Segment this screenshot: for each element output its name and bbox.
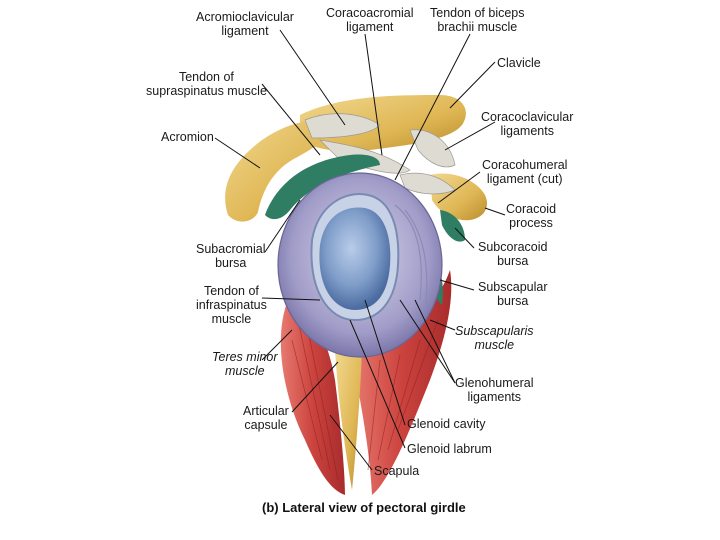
- label-glenoid-cavity: Glenoid cavity: [407, 417, 486, 431]
- label-clavicle: Clavicle: [497, 56, 541, 70]
- subacromial-bursa-shape: [265, 154, 380, 220]
- glenohumeral-ligament-lines: [394, 204, 428, 311]
- figure-caption: (b) Lateral view of pectoral girdle: [262, 500, 466, 515]
- acromion-shape: [225, 120, 335, 222]
- muscle-fibers: [291, 314, 439, 481]
- label-glenoid-labrum: Glenoid labrum: [407, 442, 492, 456]
- teres-minor-muscle-shape: [280, 300, 345, 495]
- caption-prefix: (b): [262, 500, 279, 515]
- subcoracoid-bursa-shape: [440, 210, 465, 242]
- label-scapula: Scapula: [374, 464, 420, 478]
- glenoid-cavity-shape: [319, 207, 391, 310]
- scapula-shape: [335, 350, 362, 490]
- caption-text: Lateral view of pectoral girdle: [282, 500, 466, 515]
- label-acromion: Acromion: [161, 130, 214, 144]
- subscapularis-muscle-shape: [352, 270, 452, 495]
